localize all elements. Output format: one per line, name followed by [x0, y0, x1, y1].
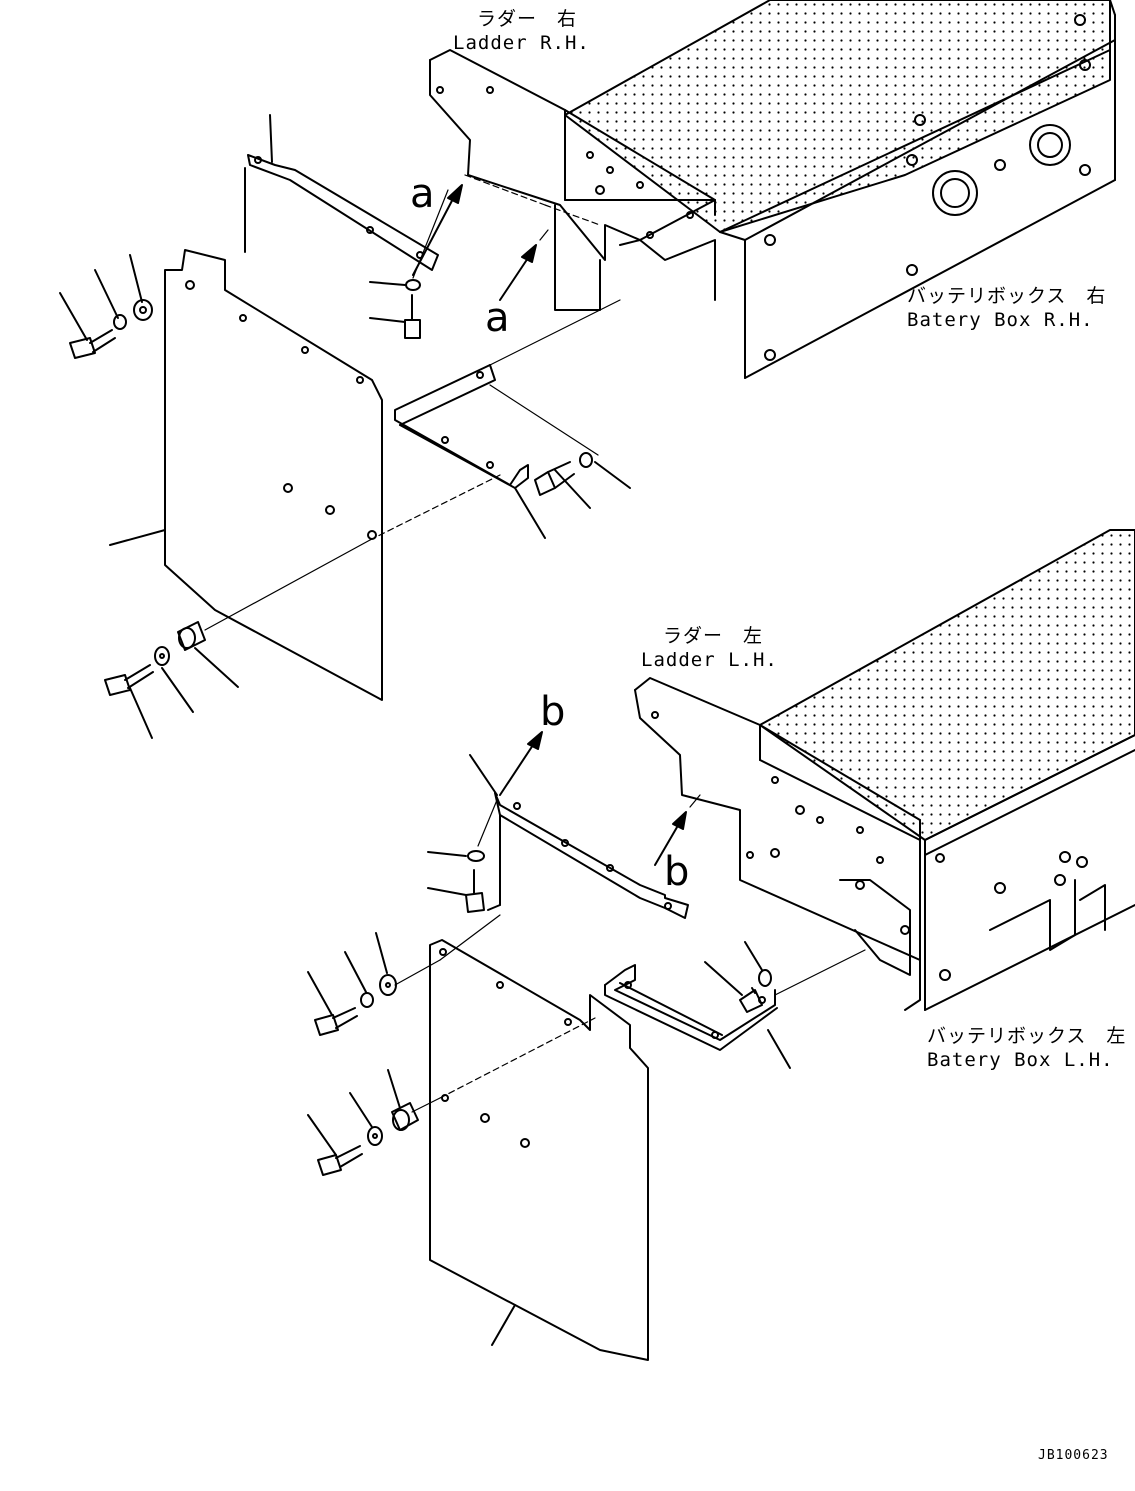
ladder-lh-label-jp: ラダー 左 — [663, 625, 764, 647]
ref-a-lower: a — [485, 295, 510, 341]
ladder-rh — [429, 49, 716, 311]
u-bracket-lh — [604, 964, 791, 1069]
u-bracket-rh — [394, 364, 546, 539]
mud-flap-lh — [429, 814, 649, 1361]
ladder-rh-label-en: Ladder R.H. — [453, 32, 590, 54]
drawing-code: JB100623 — [1038, 1448, 1109, 1463]
battery-box-lh-label-en: Batery Box L.H. — [927, 1049, 1114, 1071]
arrow-b-upper-icon — [499, 731, 543, 796]
fasteners-rh — [59, 254, 631, 739]
arrow-a-lower-icon — [499, 229, 549, 301]
ladder-rh-label-jp: ラダー 右 — [477, 8, 578, 30]
ref-b-upper: b — [540, 689, 566, 735]
battery-box-rh-label-en: Batery Box R.H. — [907, 309, 1094, 331]
battery-box-rh — [564, 0, 1116, 379]
ref-b-lower: b — [664, 849, 690, 895]
ref-a-upper: a — [410, 171, 435, 217]
battery-box-rh-label-jp: バッテリボックス 右 — [907, 285, 1107, 307]
battery-box-lh-label-jp: バッテリボックス 左 — [927, 1025, 1127, 1047]
battery-box-lh — [759, 529, 1135, 1011]
ladder-lh-label-en: Ladder L.H. — [641, 649, 778, 671]
arrow-a-upper-icon — [412, 184, 463, 276]
arrow-b-lower-icon — [654, 794, 701, 866]
alignment-lines-lh — [394, 799, 866, 1113]
upper-mounting-strip-lh — [469, 754, 689, 919]
ladder-lh — [634, 677, 945, 1011]
alignment-lines-rh — [204, 174, 621, 631]
mud-flap-rh — [109, 167, 383, 701]
fasteners-lh — [307, 850, 772, 1176]
